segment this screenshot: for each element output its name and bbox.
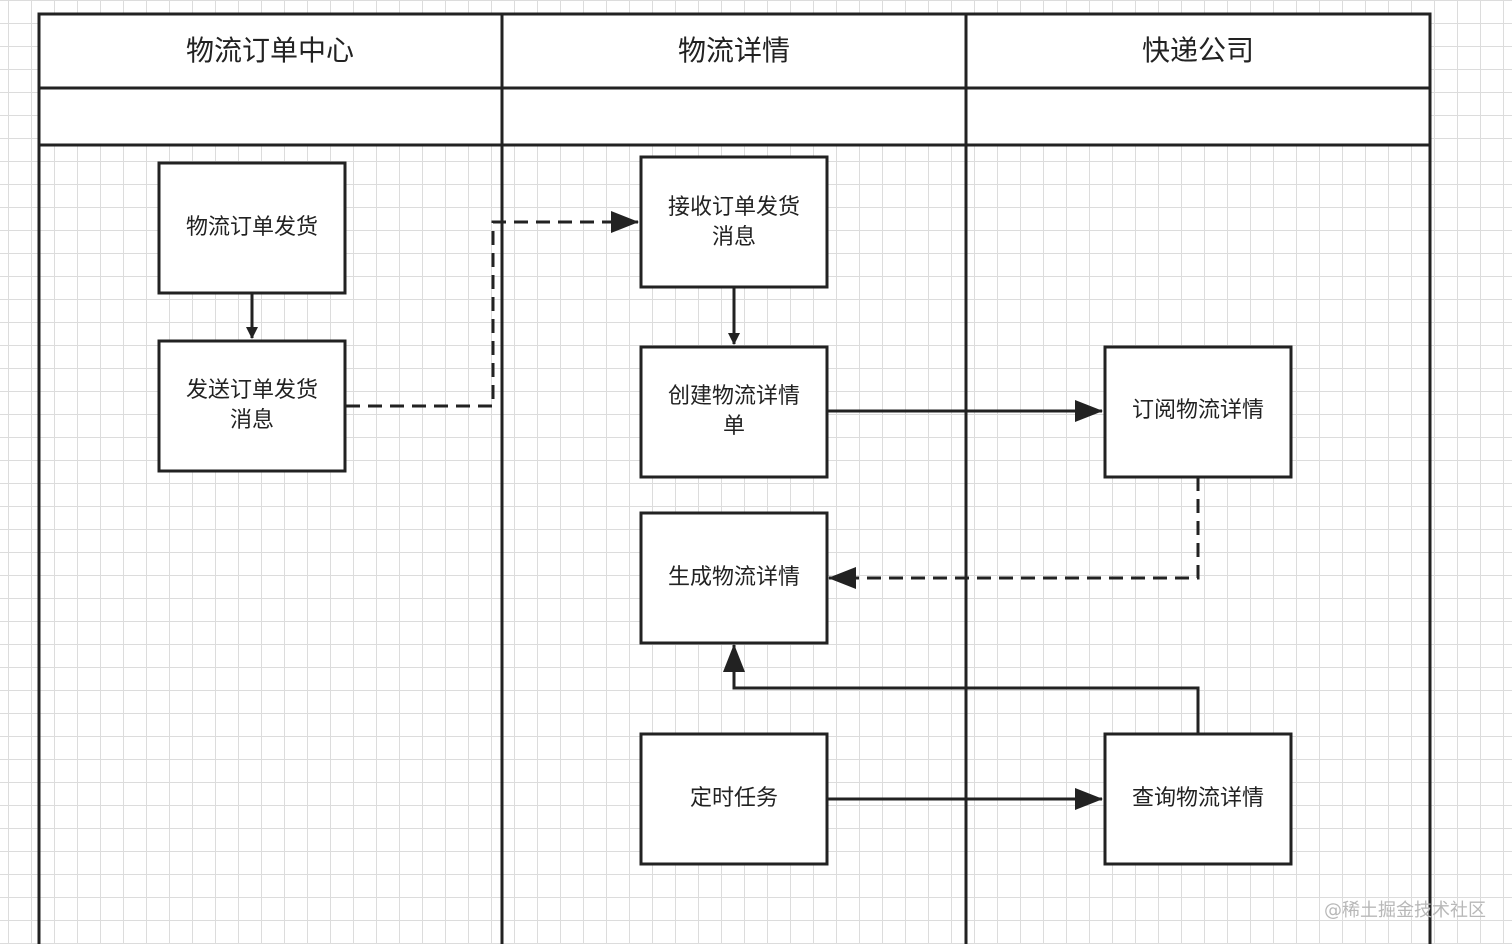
node-subscribe-detail-label: 订阅物流详情 <box>1132 398 1264 423</box>
lane-title-logistics-detail: 物流详情 <box>678 34 790 67</box>
node-generate-detail[interactable]: 生成物流详情 <box>639 511 829 645</box>
node-send-ship-msg-label-line2: 消息 <box>230 408 274 433</box>
node-send-ship-msg-label-line1: 发送订单发货 <box>186 378 318 403</box>
node-subscribe-detail[interactable]: 订阅物流详情 <box>1103 345 1293 479</box>
node-query-detail-label: 查询物流详情 <box>1132 786 1264 811</box>
node-query-detail[interactable]: 查询物流详情 <box>1103 732 1293 866</box>
node-order-ship[interactable]: 物流订单发货 <box>157 161 347 295</box>
node-create-detail-label-line1: 创建物流详情 <box>668 384 800 409</box>
node-create-detail-label-line2: 单 <box>723 414 745 439</box>
node-scheduled-task-label: 定时任务 <box>690 786 778 811</box>
node-scheduled-task[interactable]: 定时任务 <box>639 732 829 866</box>
watermark-text: @稀土掘金技术社区 <box>1324 900 1486 921</box>
node-receive-ship-msg[interactable]: 接收订单发货 消息 <box>639 155 829 289</box>
node-receive-ship-msg-label-line1: 接收订单发货 <box>668 195 800 220</box>
node-create-detail[interactable]: 创建物流详情 单 <box>639 345 829 479</box>
node-generate-detail-label: 生成物流详情 <box>668 565 800 590</box>
lane-title-courier: 快递公司 <box>1142 34 1254 67</box>
header-band-fill <box>40 15 1429 87</box>
lane-frame-outline <box>37 12 1432 944</box>
node-order-ship-label: 物流订单发货 <box>186 215 318 240</box>
edge-subscribe-to-generate-detail <box>828 477 1200 589</box>
subheader-band-fill <box>40 89 1429 144</box>
node-receive-ship-msg-label-line2: 消息 <box>712 225 756 250</box>
edge-send-msg-to-receive-msg <box>346 211 639 408</box>
node-send-ship-msg[interactable]: 发送订单发货 消息 <box>157 339 347 473</box>
lane-title-order-center: 物流订单中心 <box>186 34 354 67</box>
connectors <box>246 211 1200 810</box>
edge-query-to-generate-detail <box>723 644 1200 733</box>
swimlane-frame <box>37 12 1432 944</box>
